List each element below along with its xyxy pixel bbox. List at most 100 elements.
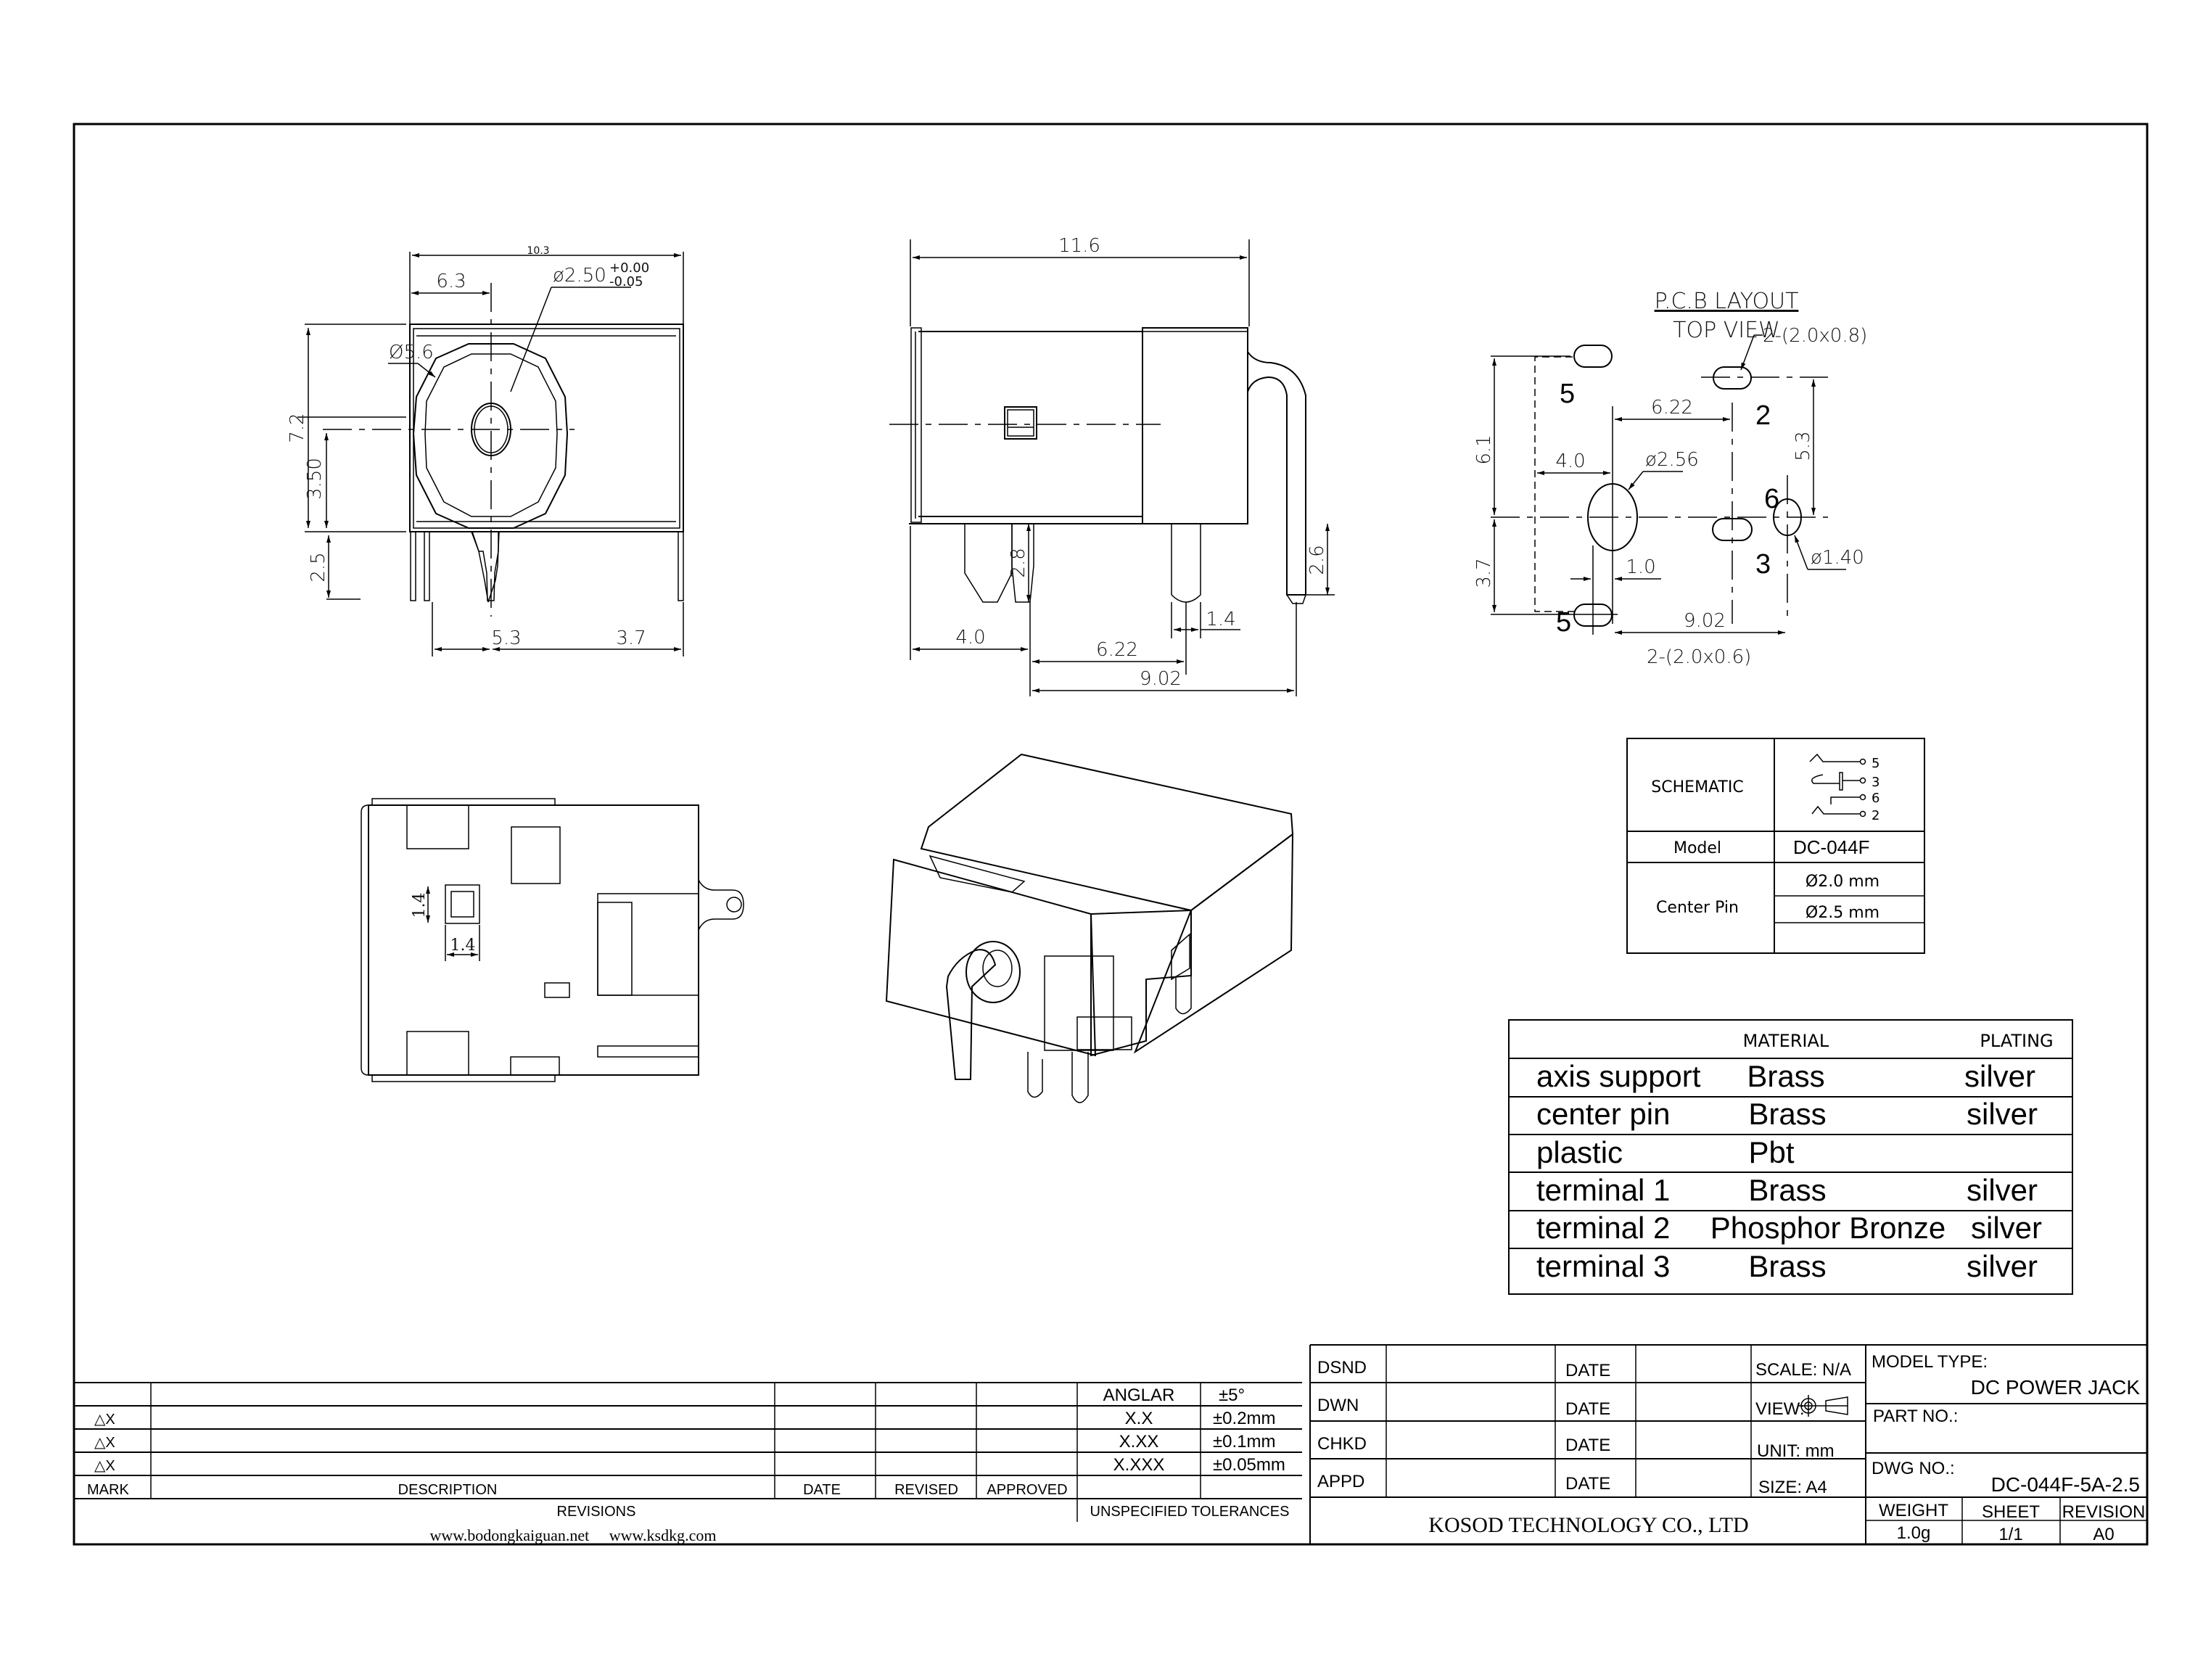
schematic-pin-5: 5 bbox=[1872, 756, 1879, 771]
dim-center-height: 3.50 bbox=[304, 458, 326, 500]
material-row-material: Brass bbox=[1748, 1097, 1826, 1131]
pcb-dim-vertical-right: 5.3 bbox=[1792, 431, 1814, 461]
role-appd: APPD bbox=[1317, 1472, 1364, 1491]
material-row-plating: silver bbox=[1967, 1173, 2038, 1207]
dim-center-offset: 6.3 bbox=[436, 271, 466, 292]
model-type-value: DC POWER JACK bbox=[1971, 1376, 2141, 1399]
unit: UNIT: mm bbox=[1757, 1441, 1835, 1461]
dim-pitch-1: 6.22 bbox=[1096, 639, 1138, 661]
role-chkd: CHKD bbox=[1317, 1434, 1367, 1454]
dim-lead-length: 2.5 bbox=[308, 552, 329, 582]
scale: SCALE: N/A bbox=[1755, 1360, 1851, 1380]
pcb-layout: P.C.B LAYOUT TOP VIEW 5 2 6 3 5 2-(2.0x0… bbox=[1473, 289, 1867, 668]
schematic-table: SCHEMATIC 5 3 6 2 Model DC-044F Center P… bbox=[1626, 738, 1925, 954]
weight-label: WEIGHT bbox=[1879, 1501, 1948, 1520]
tol-label-xxx: X.XX bbox=[1119, 1432, 1159, 1452]
schematic-pin-6: 6 bbox=[1872, 791, 1879, 806]
revision-mark-1: △X bbox=[94, 1412, 115, 1428]
pcb-dim-slot-offset: 1.0 bbox=[1626, 556, 1655, 578]
center-pin-value-2: Ø2.5 mm bbox=[1806, 904, 1879, 922]
side-view: 11.6 2.8 2.6 1.4 4.0 6.22 9.02 bbox=[889, 235, 1335, 696]
hole-small-callout: ø1.40 bbox=[1811, 547, 1864, 569]
pcb-dim-offset: 4.0 bbox=[1555, 450, 1585, 472]
sheet-value: 1/1 bbox=[1998, 1525, 2022, 1544]
sheet-label: SHEET bbox=[1982, 1502, 2040, 1522]
date-label-4: DATE bbox=[1565, 1474, 1610, 1494]
tol-label-xxxx: X.XXX bbox=[1113, 1455, 1165, 1475]
dim-offset-front: 4.0 bbox=[955, 627, 985, 648]
dim-length: 11.6 bbox=[1058, 235, 1100, 257]
dim-right-pitch: 3.7 bbox=[616, 627, 646, 649]
dim-pin-tol-upper: +0.00 bbox=[609, 260, 649, 276]
pcb-dim-pitch-1: 6.22 bbox=[1651, 397, 1693, 419]
dim-pitch-2: 9.02 bbox=[1140, 668, 1182, 690]
revision-value: A0 bbox=[2093, 1525, 2114, 1544]
company-name: KOSOD TECHNOLOGY CO., LTD bbox=[1428, 1513, 1748, 1537]
hole-large-callout: ø2.56 bbox=[1645, 449, 1699, 471]
material-row-material: Brass bbox=[1748, 1173, 1826, 1207]
jack-schematic-symbol bbox=[1809, 753, 1866, 818]
dim-overall-width: 10.3 bbox=[527, 245, 549, 257]
date-label-1: DATE bbox=[1565, 1361, 1610, 1380]
tol-value-xxx: ±0.1mm bbox=[1213, 1432, 1276, 1452]
size: SIZE: A4 bbox=[1758, 1478, 1827, 1497]
pcb-layout-title: P.C.B LAYOUT bbox=[1655, 289, 1799, 314]
dim-lead-b: 2.6 bbox=[1306, 545, 1328, 575]
pcb-dim-pitch-2: 9.02 bbox=[1684, 610, 1726, 632]
material-row-material: Brass bbox=[1748, 1249, 1826, 1283]
col-date: DATE bbox=[803, 1482, 841, 1498]
material-row-part: terminal 1 bbox=[1536, 1173, 1670, 1207]
revision-mark-3: △X bbox=[94, 1458, 115, 1474]
dim-square-w: 1.4 bbox=[450, 936, 476, 955]
pcb-layout-subtitle: TOP VIEW bbox=[1673, 318, 1780, 343]
bottom-view: 1.4 1.4 bbox=[361, 798, 744, 1082]
material-row-material: Pbt bbox=[1748, 1135, 1794, 1169]
revision-mark-2: △X bbox=[94, 1435, 115, 1451]
dwg-no-value: DC-044F-5A-2.5 bbox=[1991, 1473, 2140, 1496]
part-no-label: PART NO.: bbox=[1873, 1407, 1958, 1426]
material-row-material: Brass bbox=[1747, 1059, 1824, 1093]
pcb-pin-2: 2 bbox=[1755, 400, 1771, 431]
tol-value-angular: ±5° bbox=[1219, 1385, 1245, 1405]
sheet-border bbox=[73, 123, 2149, 1546]
view-label: VIEW: bbox=[1755, 1399, 1805, 1419]
pcb-pin-5-bottom: 5 bbox=[1556, 607, 1571, 638]
tol-label-angular: ANGLAR bbox=[1103, 1385, 1175, 1405]
model-value: DC-044F bbox=[1793, 836, 1869, 858]
material-row-part: center pin bbox=[1536, 1097, 1670, 1131]
material-row-plating: silver bbox=[1967, 1249, 2038, 1283]
pcb-pin-6: 6 bbox=[1764, 484, 1779, 514]
pcb-pin-5-top: 5 bbox=[1560, 379, 1575, 409]
col-mark: MARK bbox=[87, 1482, 129, 1498]
websites: www.bodongkaiguan.net www.ksdkg.com bbox=[430, 1526, 717, 1544]
col-revised: REVISED bbox=[894, 1482, 958, 1498]
dim-pin-diameter: ø2.50 bbox=[553, 265, 606, 287]
slot-bottom-callout: 2-(2.0x0.6) bbox=[1647, 646, 1751, 668]
tol-value-xx: ±0.2mm bbox=[1213, 1409, 1276, 1428]
dim-left-pitch: 5.3 bbox=[491, 627, 521, 649]
date-label-3: DATE bbox=[1565, 1436, 1610, 1455]
title-block: DSND DWN CHKD APPD DATE DATE DATE DATE S… bbox=[1309, 1344, 2147, 1544]
dim-square-h: 1.4 bbox=[411, 893, 429, 918]
model-label: Model bbox=[1673, 839, 1721, 857]
material-row-part: plastic bbox=[1536, 1135, 1623, 1169]
third-angle-projection-icon bbox=[1798, 1395, 1848, 1417]
weight-value: 1.0g bbox=[1897, 1523, 1931, 1543]
schematic-pin-3: 3 bbox=[1872, 775, 1879, 790]
dwg-no-label: DWG NO.: bbox=[1872, 1459, 1955, 1478]
pcb-dim-height-bottom: 3.7 bbox=[1473, 558, 1495, 588]
col-approved: APPROVED bbox=[987, 1482, 1067, 1498]
dim-pin-width: 1.4 bbox=[1206, 609, 1235, 630]
material-row-plating: silver bbox=[1964, 1059, 2035, 1093]
role-dsnd: DSND bbox=[1317, 1358, 1367, 1378]
revision-label: REVISION bbox=[2062, 1502, 2146, 1522]
schematic-label: SCHEMATIC bbox=[1651, 778, 1743, 796]
pcb-pin-3: 3 bbox=[1755, 549, 1771, 580]
slot-top-callout: 2-(2.0x0.8) bbox=[1763, 325, 1867, 347]
model-type-label: MODEL TYPE: bbox=[1872, 1352, 1988, 1372]
material-row-part: terminal 2 bbox=[1536, 1211, 1670, 1245]
front-view: 10.3 6.3 ø2.50 +0.00 -0.05 Ø5.6 7.2 3.50… bbox=[287, 245, 684, 656]
plating-header: PLATING bbox=[1980, 1031, 2053, 1051]
dim-barrel-diameter: Ø5.6 bbox=[389, 342, 434, 363]
